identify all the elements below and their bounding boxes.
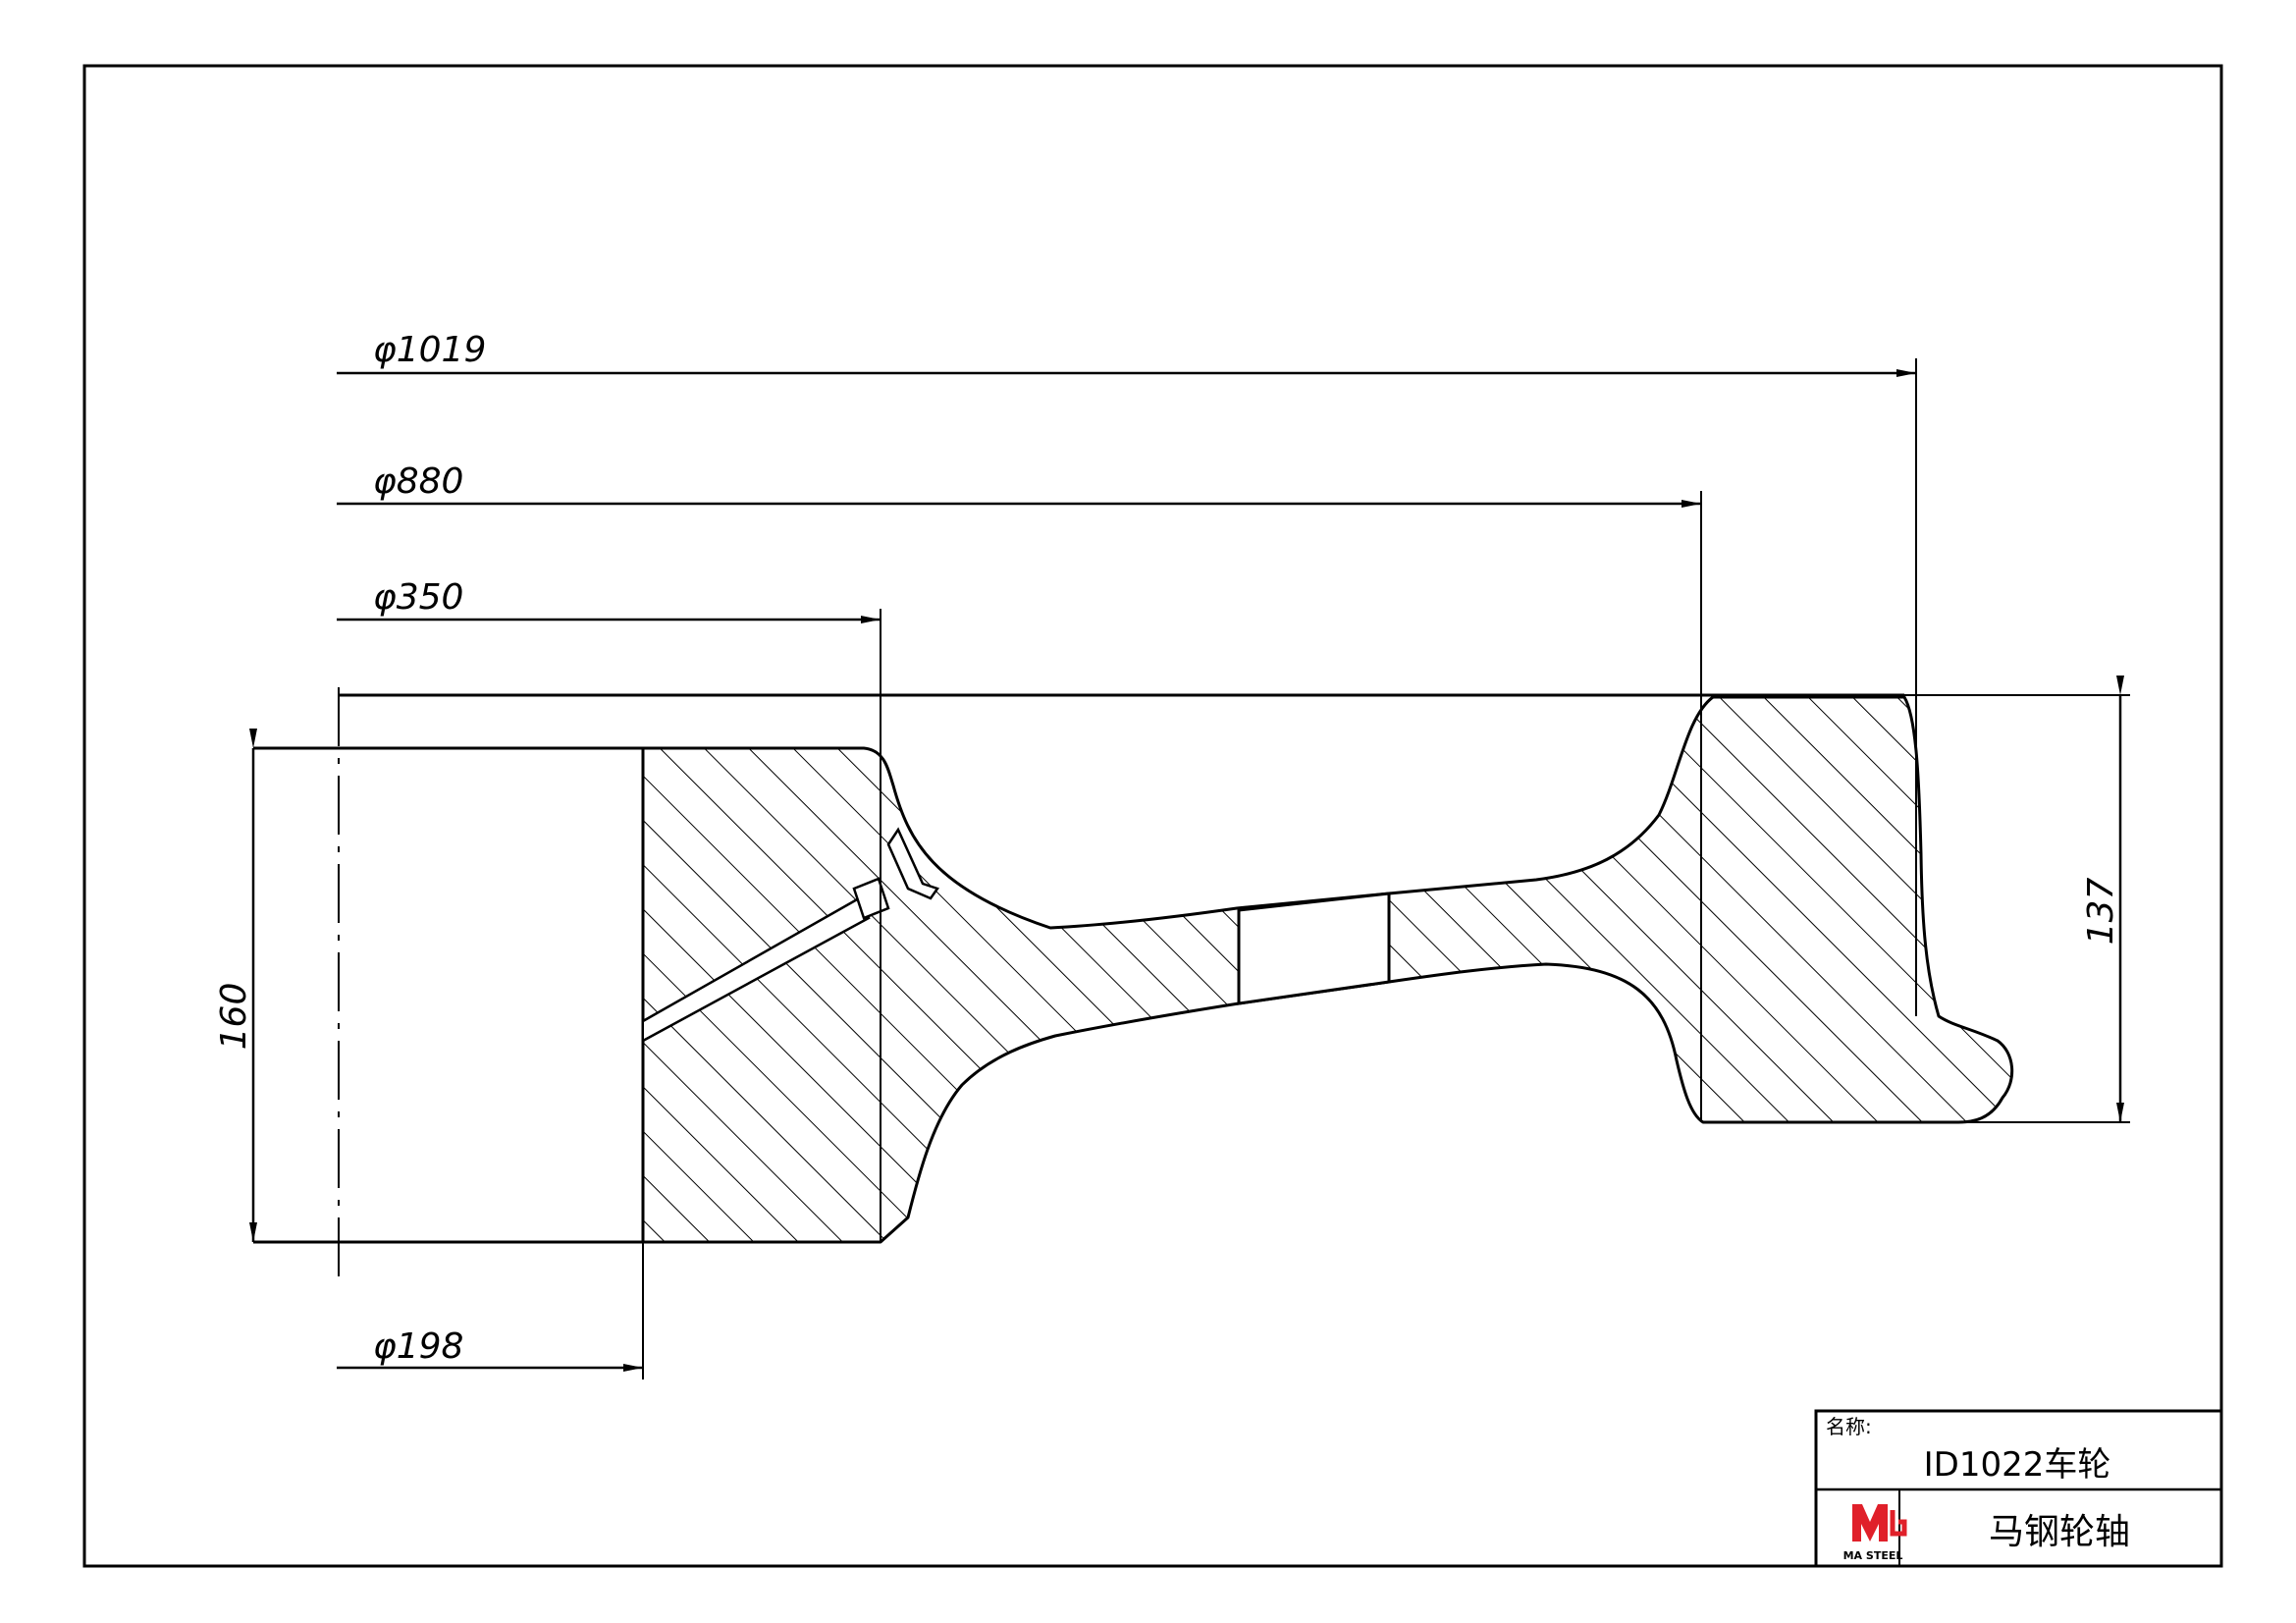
drawing-frame <box>82 64 2223 1568</box>
title-block-part-name: ID1022车轮 <box>1924 1445 2111 1485</box>
dim-rim-width-text: 137 <box>2081 878 2121 946</box>
dim-hub-length: 160 <box>214 729 257 1242</box>
dim-hub-diameter-text: φ350 <box>373 577 463 618</box>
dim-bore-diameter: φ198 <box>337 748 644 1380</box>
dim-hub-diameter: φ350 <box>337 577 881 1242</box>
title-block-name-label: 名称: <box>1826 1415 1872 1438</box>
masteel-logo: MA STEEL <box>1843 1504 1907 1562</box>
dim-bore-diameter-text: φ198 <box>373 1326 463 1367</box>
dim-outer-diameter-text: φ1019 <box>373 330 486 370</box>
dim-tread-diameter: φ880 <box>337 461 1702 1122</box>
dim-outer-diameter: φ1019 <box>337 330 1917 1016</box>
title-block-company: 马钢轮轴 <box>1989 1512 2130 1552</box>
dim-hub-length-text: 160 <box>214 983 254 1051</box>
dim-rim-width: 137 <box>2081 676 2124 1122</box>
title-block: 名称: ID1022车轮 马钢轮轴 MA STEEL <box>1814 1409 2223 1568</box>
dim-tread-diameter-text: φ880 <box>373 461 463 502</box>
masteel-logo-caption: MA STEEL <box>1843 1549 1903 1562</box>
oil-channel <box>642 827 939 1043</box>
web-hole <box>1237 892 1391 1005</box>
